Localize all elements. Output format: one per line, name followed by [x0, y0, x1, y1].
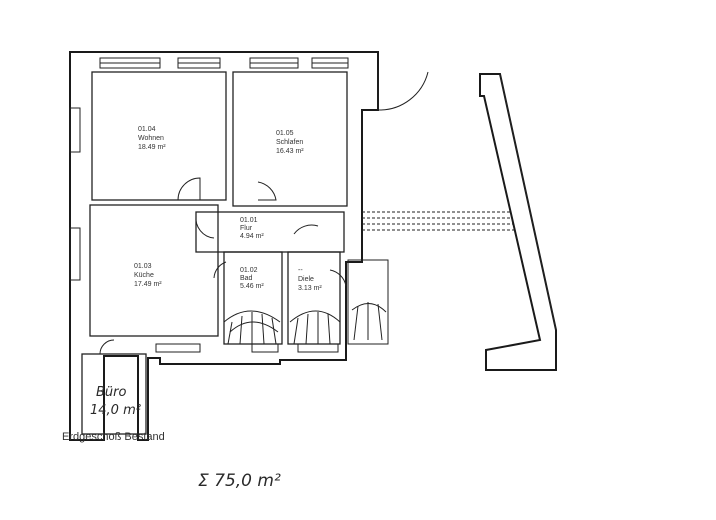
passage-lines [362, 211, 514, 231]
room-number: 01.04 [138, 126, 156, 133]
buero-label: Büro [96, 385, 127, 400]
area-sum: Σ 75,0 m² [198, 471, 281, 491]
plan-caption: Erdgeschoß Bestand [62, 431, 165, 443]
room-number: -- [298, 267, 303, 274]
room-area: 17.49 m² [134, 281, 162, 288]
buero-area: 14,0 m² [90, 403, 141, 418]
windows [69, 57, 349, 353]
room-number: 01.02 [240, 267, 258, 274]
room-area: 5.46 m² [240, 283, 264, 290]
room-name: Wohnen [138, 135, 164, 142]
room-number: 01.03 [134, 263, 152, 270]
room-label-0104: 01.04 Wohnen 18.49 m² [138, 126, 166, 151]
room-area: 4.94 m² [240, 233, 264, 240]
room-name: Küche [134, 272, 154, 279]
outer-walls [69, 51, 379, 441]
room-number: 01.05 [276, 130, 294, 137]
stairs [223, 259, 389, 345]
room-number: 01.01 [240, 217, 258, 224]
doors [99, 70, 429, 355]
room-area: 3.13 m² [298, 285, 322, 292]
room-name: Diele [298, 276, 314, 283]
room-name: Schlafen [276, 139, 303, 146]
room-label-0101: 01.01 Flur 4.94 m² [240, 217, 264, 240]
room-label-diele: -- Diele 3.13 m² [298, 267, 322, 292]
room-label-0102: 01.02 Bad 5.46 m² [240, 267, 264, 290]
room-name: Bad [240, 275, 253, 282]
room-label-0105: 01.05 Schlafen 16.43 m² [276, 130, 304, 155]
room-name: Flur [240, 225, 253, 232]
room-label-0103: 01.03 Küche 17.49 m² [134, 263, 162, 288]
room-area: 16.43 m² [276, 148, 304, 155]
room-area: 18.49 m² [138, 144, 166, 151]
right-wing [479, 73, 557, 371]
